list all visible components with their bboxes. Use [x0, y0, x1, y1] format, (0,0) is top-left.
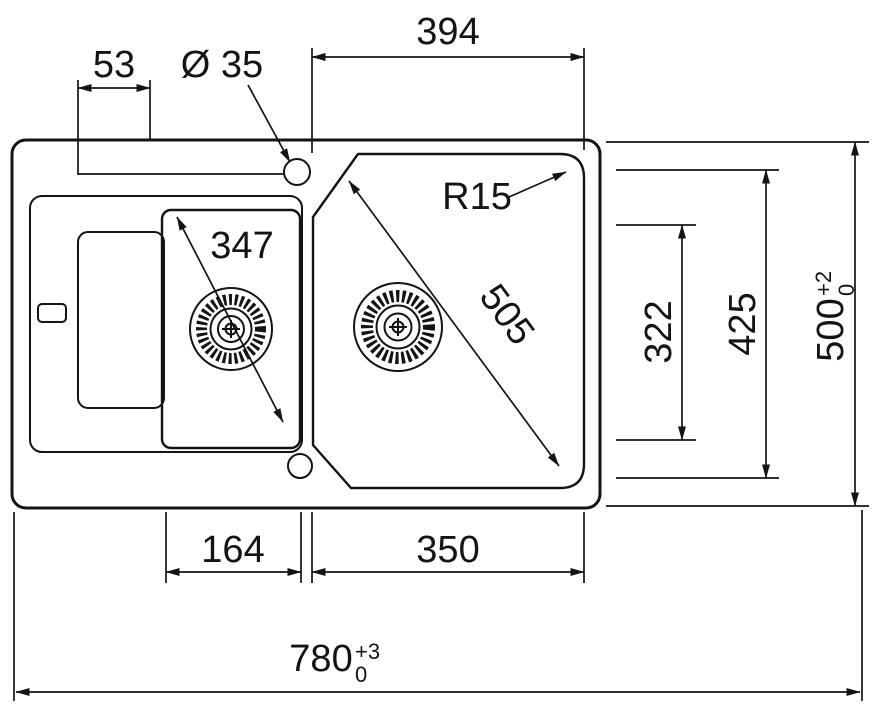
leader-line	[508, 171, 567, 198]
tap-hole	[283, 158, 311, 186]
dim-top-width: 394	[311, 11, 585, 153]
drainboard-slot	[37, 303, 67, 323]
dimension-line	[348, 180, 560, 467]
dim-inner-height-label: 322	[638, 300, 680, 363]
dim-bowl-zone-height: 425	[616, 169, 779, 479]
sink-outline	[10, 138, 602, 510]
dim-overall-depth-text: 500 +2 0	[810, 271, 859, 362]
dim-overall-depth-label: 500	[810, 298, 852, 361]
dimension-line	[176, 216, 284, 423]
overflow-hole	[287, 453, 313, 479]
dim-small-bowl-diagonal-label: 347	[210, 225, 273, 267]
recess-outline	[29, 195, 303, 453]
dim-main-bowl-diagonal: 505	[348, 180, 560, 467]
dim-inner-height: 322	[616, 224, 696, 441]
sink-body	[10, 138, 602, 510]
leader-line	[247, 84, 291, 163]
small-bowl-drain-strainer	[189, 287, 273, 371]
main-bowl-outline	[311, 152, 586, 490]
dim-small-bowl-diagonal: 347	[176, 216, 284, 423]
small-bowl-outline	[160, 208, 302, 450]
dim-main-bowl-width-label: 350	[416, 529, 479, 571]
dim-tap-hole-diameter: Ø 35	[181, 44, 291, 163]
dim-overall-width: 780 +3 0	[13, 510, 863, 701]
main-bowl-drain-strainer	[353, 282, 443, 372]
dim-overall-width-tol-lower: 0	[355, 662, 367, 687]
dim-overall-width-tol-upper: +3	[355, 639, 380, 664]
dim-overall-width-label: 780	[289, 638, 352, 680]
dim-overall-depth-tol-lower: 0	[834, 284, 859, 296]
dim-top-width-label: 394	[416, 11, 479, 53]
dim-tap-offset-label: 53	[93, 44, 135, 86]
dim-main-bowl-width: 350	[311, 512, 585, 583]
dim-overall-depth: 500 +2 0	[606, 141, 869, 507]
dim-tap-offset: 53	[77, 44, 283, 175]
dim-small-bowl-width-label: 164	[201, 529, 264, 571]
dim-small-bowl-width: 164	[165, 512, 302, 583]
dim-overall-depth-tol-upper: +2	[811, 271, 836, 296]
dim-tap-diameter-label: Ø 35	[181, 44, 263, 86]
drainboard-inner-outline	[77, 231, 165, 409]
dim-bowl-zone-height-label: 425	[722, 292, 764, 355]
dim-corner-radius-label: R15	[442, 176, 512, 218]
dim-corner-radius: R15	[438, 171, 567, 223]
dim-main-bowl-diagonal-label: 505	[471, 277, 542, 353]
